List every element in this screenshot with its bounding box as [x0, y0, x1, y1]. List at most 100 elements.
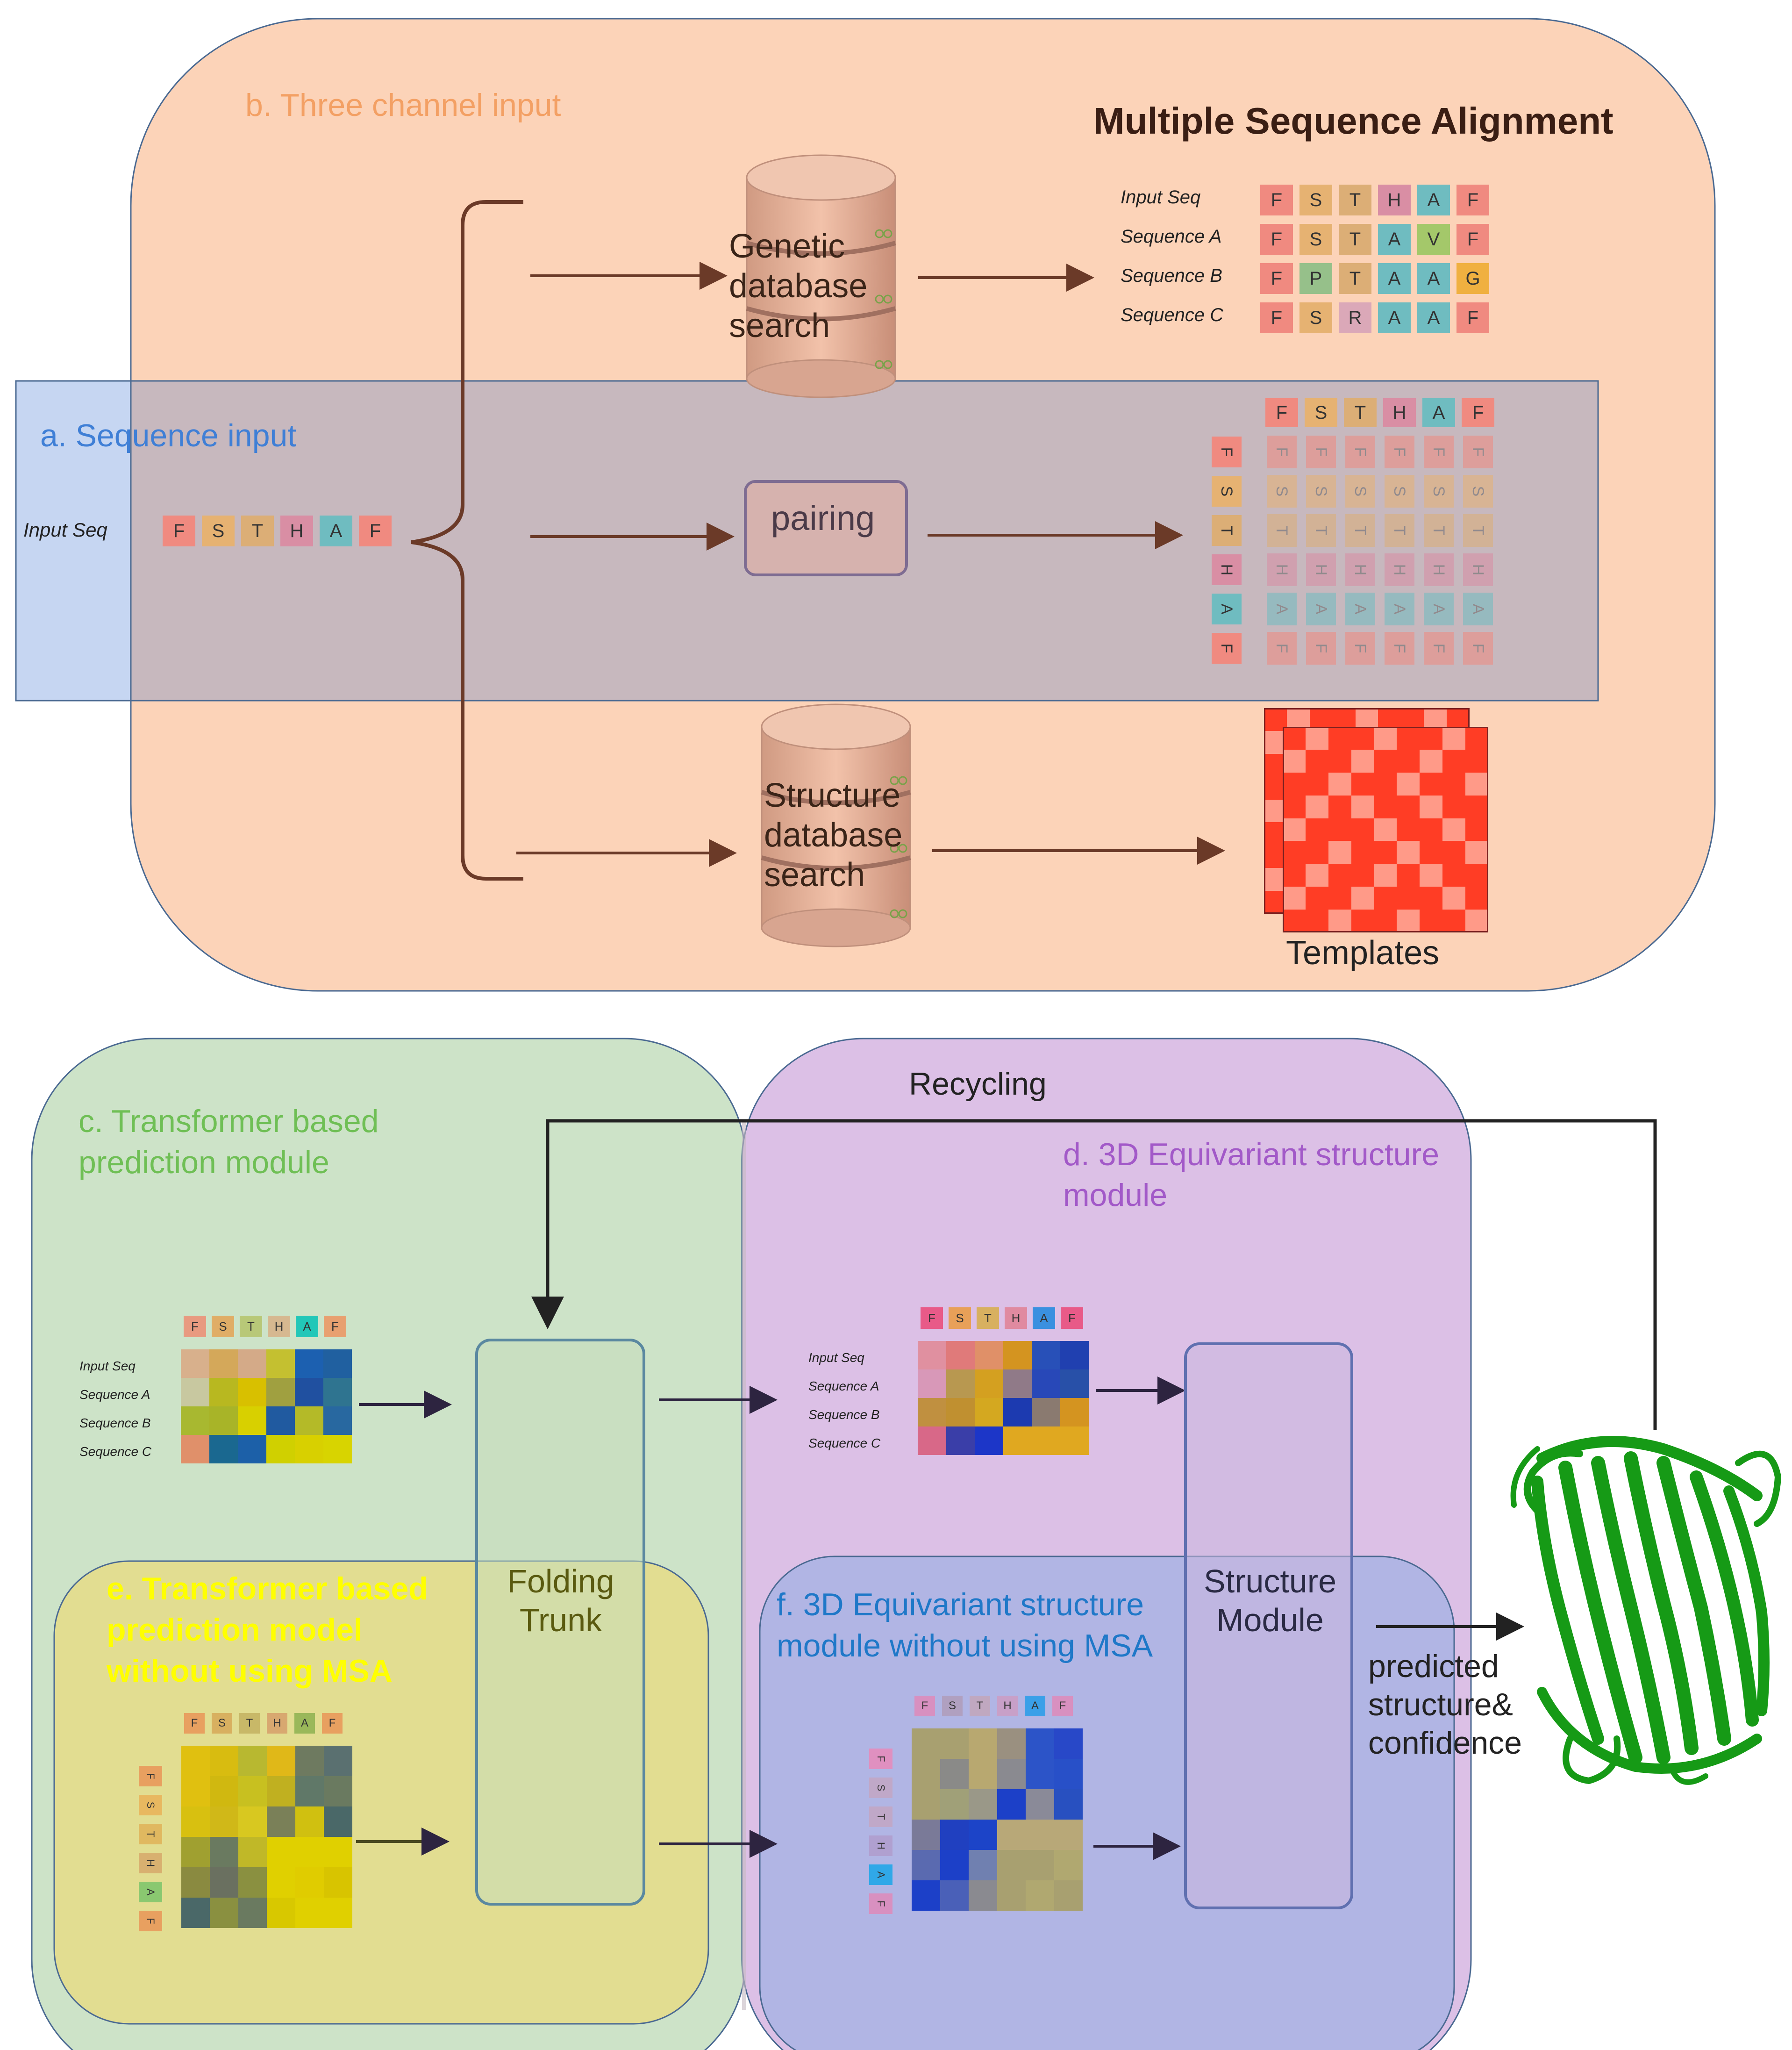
pair-e-side-tile: S: [139, 1795, 162, 1815]
pair-e-cell: [267, 1837, 295, 1867]
msa-c-cell: [209, 1349, 238, 1378]
msa-d-header-tile: H: [1005, 1307, 1027, 1329]
msa-residue-tile: A: [1417, 302, 1450, 333]
pair-e-header-tile: F: [322, 1713, 343, 1734]
pair-f-cell: [997, 1850, 1026, 1880]
template-front: [1305, 864, 1329, 887]
msa-d-row-label: Sequence A: [808, 1379, 879, 1393]
msa-d-row-label: Sequence B: [808, 1407, 880, 1422]
template-front: [1465, 864, 1489, 887]
pair-f-cell: [969, 1880, 997, 1911]
msa-c-cell: [209, 1435, 238, 1463]
msa-d-cell: [1060, 1398, 1089, 1426]
pair-side-tile: F: [1212, 437, 1242, 467]
msa-residue-tile: F: [1456, 224, 1489, 255]
pair-cell: F: [1306, 436, 1336, 468]
pair-e-cell: [295, 1837, 324, 1867]
pair-e-cell: [210, 1746, 238, 1776]
pair-f-cell: [969, 1759, 997, 1789]
template-front: [1351, 818, 1375, 841]
msa-c-row-label: Sequence A: [79, 1387, 150, 1402]
msa-c-cell: [295, 1435, 323, 1463]
msa-c-cell: [181, 1406, 209, 1435]
msa-d-row-label: Input Seq: [808, 1350, 864, 1365]
template-front: [1442, 749, 1466, 773]
pair-e-cell: [181, 1776, 210, 1806]
template-front: [1374, 910, 1397, 933]
template-front: [1420, 727, 1443, 750]
beta-barrel-protein-icon: [1510, 1436, 1782, 1785]
msa-c-header-tile: F: [184, 1316, 206, 1337]
output-label-3: confidence: [1368, 1725, 1522, 1761]
template-front: [1442, 841, 1466, 864]
panel-a-label: a. Sequence input: [40, 418, 297, 453]
folding-trunk-box: [475, 1339, 645, 1906]
msa-c-cell: [181, 1435, 209, 1463]
pair-e-side-tile: F: [139, 1766, 162, 1786]
template-front: [1305, 727, 1329, 750]
template-front: [1397, 749, 1420, 773]
msa-residue-tile: F: [1260, 302, 1293, 333]
pair-e-cell: [267, 1898, 295, 1928]
template-front: [1420, 795, 1443, 819]
genetic-db-line2: database: [729, 267, 868, 305]
template-front: [1397, 841, 1420, 864]
pair-cell: F: [1306, 632, 1336, 665]
template-front: [1442, 818, 1466, 841]
template-front: [1305, 795, 1329, 819]
msa-residue-tile: A: [1417, 263, 1450, 294]
template-front: [1465, 749, 1489, 773]
template-front: [1397, 864, 1420, 887]
template-front: [1374, 795, 1397, 819]
pair-f-cell: [1054, 1880, 1083, 1911]
pair-f-cell: [997, 1728, 1026, 1759]
msa-residue-tile: T: [1339, 185, 1371, 215]
pair-f-cell: [940, 1820, 969, 1850]
template-front: [1283, 772, 1306, 796]
pair-cell: T: [1267, 514, 1297, 547]
msa-d-header-tile: S: [949, 1307, 971, 1329]
msa-residue-tile: T: [1339, 224, 1371, 255]
pair-e-cell: [210, 1776, 238, 1806]
template-front: [1305, 749, 1329, 773]
pair-e-cell: [295, 1898, 324, 1928]
pair-cell: F: [1267, 436, 1297, 468]
template-front: [1351, 910, 1375, 933]
pair-cell: S: [1424, 475, 1454, 508]
pair-e-cell: [324, 1867, 352, 1898]
pair-e-cell: [181, 1898, 210, 1928]
template-front: [1374, 887, 1397, 910]
pair-cell: S: [1345, 475, 1375, 508]
template-front: [1328, 727, 1352, 750]
pair-e-cell: [295, 1776, 324, 1806]
pair-e-cell: [324, 1806, 352, 1837]
pair-side-tile: T: [1212, 515, 1242, 546]
msa-c-cell: [323, 1378, 352, 1406]
pair-e-header-tile: T: [239, 1713, 260, 1734]
pair-cell: F: [1424, 632, 1454, 665]
msa-d-cell: [1003, 1398, 1032, 1426]
pair-f-cell: [1026, 1880, 1054, 1911]
input-seq-label: Input Seq: [23, 519, 107, 541]
template-front: [1351, 841, 1375, 864]
template-front: [1442, 795, 1466, 819]
msa-d-cell: [946, 1369, 975, 1398]
genetic-db-line3: search: [729, 307, 830, 344]
pair-f-header-tile: F: [914, 1696, 935, 1716]
template-front: [1442, 910, 1466, 933]
msa-row-label: Input Seq: [1121, 187, 1201, 208]
msa-c-header-tile: H: [268, 1316, 290, 1337]
template-front: [1465, 887, 1489, 910]
pair-cell: S: [1267, 475, 1297, 508]
pair-cell: A: [1385, 593, 1414, 625]
msa-residue-tile: S: [1299, 302, 1332, 333]
template-front: [1397, 887, 1420, 910]
pair-f-header-tile: S: [942, 1696, 963, 1716]
pair-cell: A: [1345, 593, 1375, 625]
msa-d-cell: [975, 1341, 1003, 1369]
structure-database-icon: [761, 703, 911, 947]
template-front: [1305, 818, 1329, 841]
template-front: [1351, 727, 1375, 750]
template-front: [1397, 818, 1420, 841]
msa-d-cell: [946, 1398, 975, 1426]
